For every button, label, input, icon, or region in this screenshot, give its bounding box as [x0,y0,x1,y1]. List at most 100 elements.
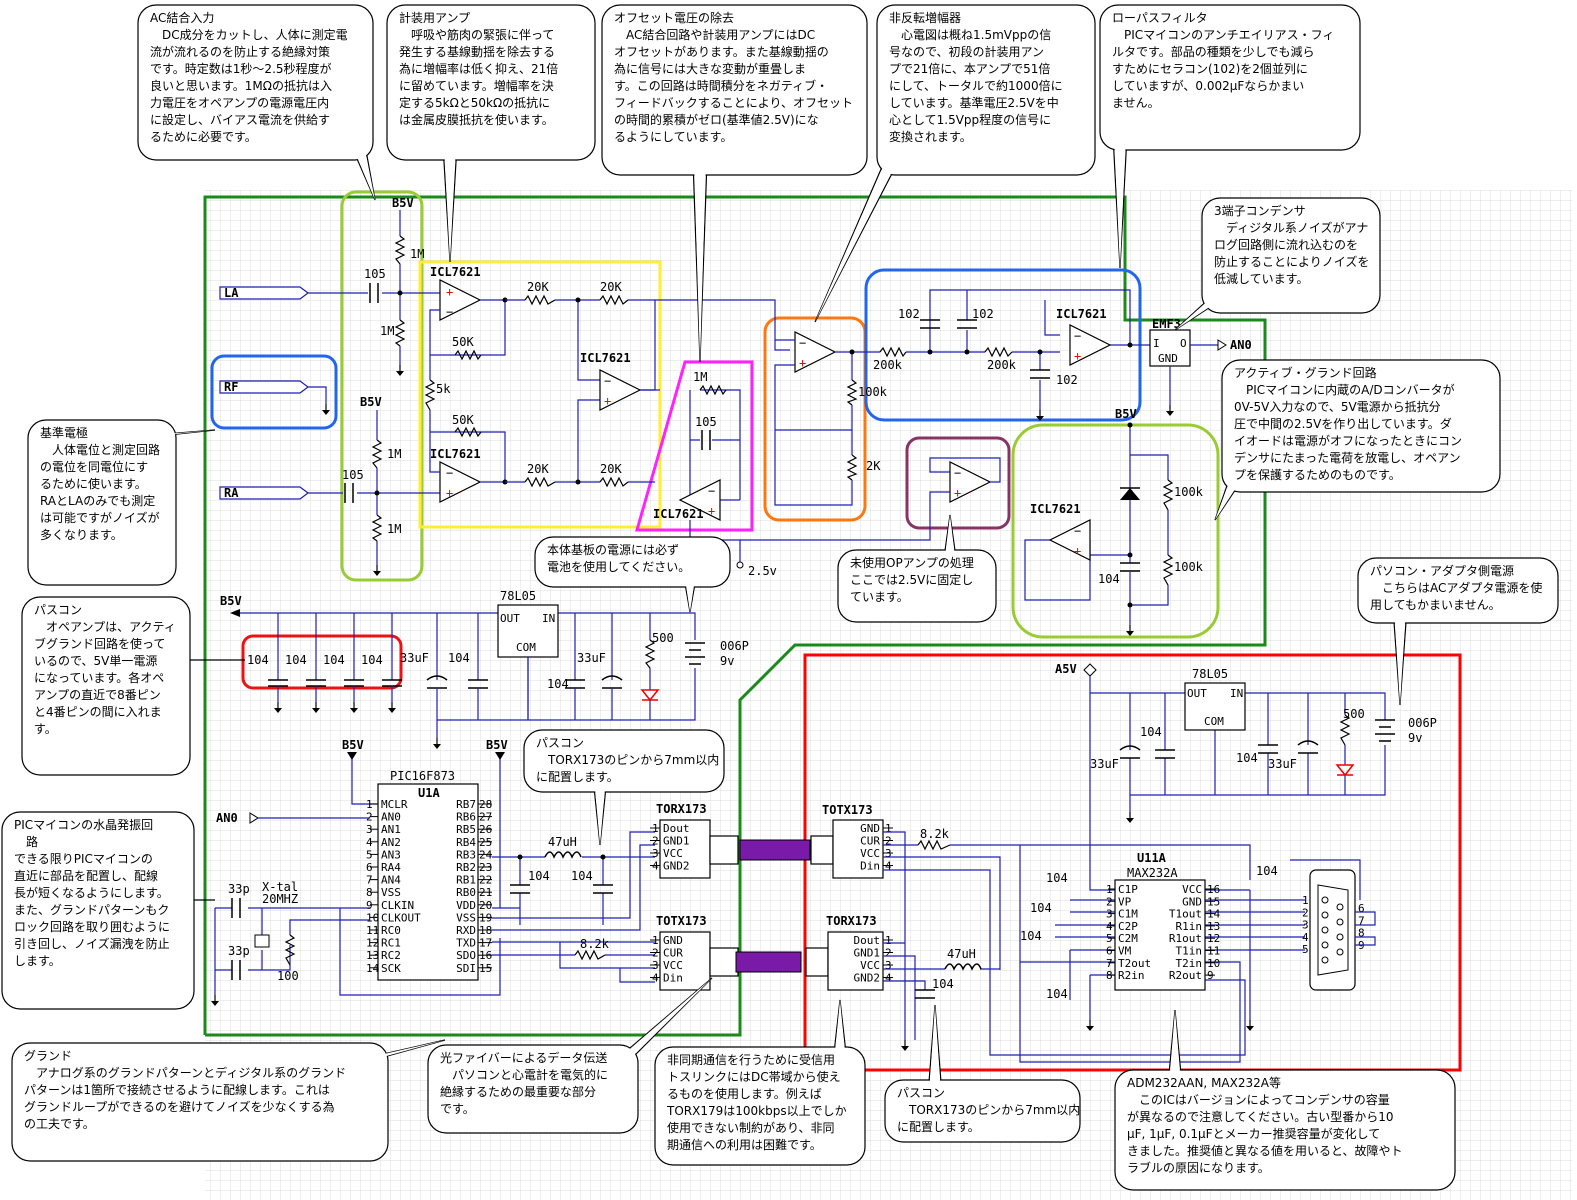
callout-ac: AC結合入力DC成分をカットし、人体に測定電流が流れるのを防止する絶縁対策です。… [137,4,376,201]
xtal-frequency-label: 20MHZ [262,892,298,906]
bypass-capacitor-row: 104 104 104 104 [247,613,402,714]
callout-async-line-3: TORX179は100kbps以上でしか [666,1104,847,1118]
r1m-ra-top-label: 1M [387,447,401,461]
callout-unused-line-2: ています。 [850,590,909,604]
callout-offset-line-5: の時間的累積がゼロ(基準値2.5V)にな [614,112,819,127]
pic-left-num-7: 8 [366,886,373,899]
max-right-num-2: 14 [1207,908,1221,921]
r1m-la-bottom-label: 1M [380,324,394,338]
r20k-label-3: 20K [527,462,549,476]
c104-max-label-5: 104 [1256,864,1278,878]
pic-left-num-4: 5 [366,848,373,861]
max-right-num-1: 15 [1207,895,1220,908]
noninverting-amp-highlight [763,316,867,522]
totx-pins-num-3: 4 [652,972,659,985]
torx173-label-1: TORX173 [656,802,707,816]
callout-noninv-line-6: 変換されます。 [889,129,972,144]
battery-label-2: 006P [1408,716,1437,730]
callout-agnd-line-5: プを保護するためのものです。 [1234,467,1401,482]
reg1-com-pin: COM [516,641,536,654]
callout-ac-title: AC結合入力 [150,10,214,25]
callout-inst-line-0: 呼吸や筋肉の緊張に伴って [411,27,554,42]
max-right-name-4: R1out [1169,932,1202,945]
r50k-bottom-label: 50K [452,413,474,427]
torx173-label-2: TORX173 [826,914,877,928]
max-left-num-5: 6 [1106,945,1113,958]
totx-pins-name-1: CUR [663,947,683,960]
c105-ra-label: 105 [342,468,364,482]
torx-pins-num-2: 3 [885,959,892,972]
c33p-label-2: 33p [228,944,250,958]
rf-label: RF [224,380,238,394]
callout-adm-line-4: ラブルの原因になります。 [1127,1160,1270,1175]
max-left-name-7: R2in [1118,969,1145,982]
ac-coupling-highlight [340,190,424,582]
pic-left-num-0: 1 [366,798,373,811]
r200k-label-1: 200k [873,358,903,372]
callout-battery-line-1: 電池を使用してください。 [547,559,690,574]
r500-label-2: 500 [1343,707,1365,721]
db9-pin-left-1: 2 [1302,906,1309,919]
callout-ground-title: グランド [24,1049,72,1063]
callout-inst-line-3: に留めています。増幅率を決 [399,78,554,93]
pic-right-num-3: 25 [479,836,492,849]
callout-ref-title: 基準電極 [40,425,88,440]
callout-lpf-title: ローパスフィルタ [1112,11,1208,25]
r20k-label-1: 20K [527,280,549,294]
c33p-label-1: 33p [228,882,250,896]
callout-offset-line-4: フィードバックすることにより、オフセット [614,96,853,110]
pic-right-name-1: RB6 [456,811,476,824]
pic-left-name-10: RC0 [381,924,401,937]
callout-ref-line-5: 多くなります。 [40,528,123,542]
pic-right-name-12: SDO [456,949,476,962]
totx-pins-name-0: GND [860,822,880,835]
torx-pins-name-1: GND1 [854,947,881,960]
callout-unused-line-0: 未使用OPアンプの処理 [850,555,974,570]
callout-reg3-line-2: 防止することによりノイズを [1214,254,1369,269]
callout-async-line-1: トスリンクにはDC帯域から使え [667,1069,841,1084]
instrumentation-amp-highlight [418,260,662,529]
max-left-name-4: C2M [1118,932,1138,945]
callout-pcpower-line-0: こちらはACアダプタ電源を使 [1382,580,1542,595]
callout-offset-line-1: オフセットがあります。また基線動揺の [614,44,829,59]
r1m-ra-bottom-label: 1M [387,522,401,536]
callout-reg3-line-0: ディジタル系ノイズがアナ [1226,220,1368,235]
callout-bypass2-title: パスコン [536,736,584,750]
callout-offset-line-2: 為に信号には大きな変動が重畳しま [614,61,806,76]
max-left-num-4: 5 [1106,932,1113,945]
pic-left-name-2: AN1 [381,823,401,836]
pic-right-num-8: 20 [479,899,492,912]
callout-bypass2-line-1: に配置します。 [536,770,619,784]
callout-adm-line-3: きました。推奨値と異なる値を用いると、故障やト [1127,1143,1403,1158]
pic-right-num-11: 17 [479,937,492,950]
emf3-label: EMF3 [1152,317,1181,331]
callout-fiber-line-2: です。 [440,1102,475,1116]
totx-pins-num-0: 1 [652,934,659,947]
callout-ac-line-5: に設定し、バイアス電流を供給す [150,112,330,127]
max-left-num-6: 7 [1106,957,1113,970]
a5v-label: A5V [1055,662,1077,676]
r100-label: 100 [277,969,299,983]
callout-inst: 計装用アンプ呼吸や筋肉の緊張に伴って発生する基線動揺を除去する為に増幅率は低く抑… [386,4,596,263]
torx-pins-name-0: Dout [854,934,881,947]
xtal-label: X-tal [262,880,298,894]
c104-agnd-label: 104 [1098,572,1120,586]
r5k-label: 5k [436,382,451,396]
max-right-name-5: T1in [1176,945,1203,958]
torx-pins-name-2: VCC [663,847,683,860]
max-right-num-3: 13 [1207,920,1220,933]
an0-output-label: AN0 [1230,338,1252,352]
r82k-label-2: 8.2k [920,827,950,841]
torx-pins-name-0: Dout [663,822,690,835]
torx-pins-num-2: 3 [652,847,659,860]
torx-pins-num-0: 1 [652,822,659,835]
callout-xtal-line-1: できる限りPICマイコンの [14,852,153,866]
pic-left-name-7: VSS [381,886,401,899]
pic-left-name-8: CLKIN [381,899,414,912]
callout-agnd-line-4: デンサにたまった電荷を放電し、オペアン [1234,450,1461,465]
max-left-name-0: C1P [1118,883,1138,896]
c104-bypass-3: 104 [323,653,345,667]
